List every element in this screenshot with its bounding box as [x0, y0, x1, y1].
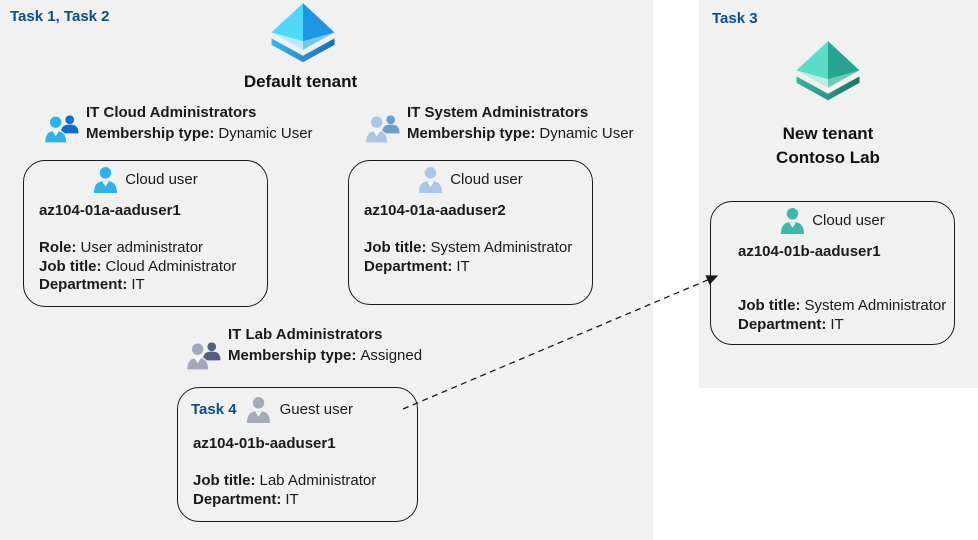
azure-ad-tenant-icon — [271, 3, 335, 63]
user-field-department: Department:IT — [193, 490, 299, 508]
group-it-cloud-administrators: IT Cloud Administrators Membership type:… — [44, 102, 313, 144]
user-type-label: Cloud user — [812, 212, 885, 229]
user-field-job-title: Job title:System Administrator — [738, 297, 947, 314]
user-field-job-title: Job title:Cloud Administrator — [39, 257, 237, 275]
default-tenant-panel — [0, 0, 653, 540]
user-field-job-title: Job title:System Administrator — [364, 239, 573, 256]
task-4-label: Task 4 — [191, 401, 237, 418]
group-people-icon — [44, 115, 79, 143]
user-type-label: Cloud user — [450, 171, 523, 188]
group-it-lab-administrators: IT Lab Administrators Membership type:As… — [186, 324, 422, 370]
cloud-user-icon — [94, 167, 118, 193]
group-name: IT Cloud Administrators — [86, 104, 257, 121]
user-type-label: Guest user — [279, 401, 353, 418]
new-tenant-line1: New tenant — [782, 124, 874, 143]
user-field-job-title: Job title:Lab Administrator — [193, 472, 377, 489]
user-field-role: Role:User administrator — [39, 239, 204, 256]
new-tenant-icon — [796, 41, 860, 101]
user-field-department: Department:IT — [364, 257, 470, 275]
group-people-icon — [365, 115, 400, 143]
user-type-label: Cloud user — [125, 171, 198, 188]
new-tenant-line2: Contoso Lab — [776, 148, 880, 167]
cloud-user-icon — [781, 208, 805, 234]
user-field-department: Department:IT — [738, 315, 844, 333]
group-membership: Membership type:Assigned — [228, 347, 423, 364]
group-name: IT Lab Administrators — [228, 326, 383, 343]
group-membership: Membership type:Dynamic User — [86, 125, 313, 142]
task-3-label: Task 3 — [712, 10, 758, 27]
new-tenant-user-card-aaduser1: Cloud user az104-01b-aaduser1 Job title:… — [710, 201, 955, 345]
group-name: IT System Administrators — [407, 104, 589, 121]
group-it-system-administrators: IT System Administrators Membership type… — [365, 102, 634, 144]
new-tenant-name: New tenant Contoso Lab — [748, 122, 908, 170]
guest-user-icon — [246, 397, 270, 423]
user-name: az104-01a-aaduser2 — [364, 202, 506, 219]
user-card-aaduser1: Cloud user az104-01a-aaduser1 Role:User … — [23, 160, 268, 307]
user-card-aaduser2: Cloud user az104-01a-aaduser2 Job title:… — [348, 160, 593, 305]
cloud-user-icon — [419, 167, 443, 193]
guest-user-card-aaduser1: Task 4 Guest user az104-01b-aaduser1 Job… — [177, 387, 418, 522]
user-name: az104-01b-aaduser1 — [738, 243, 881, 260]
user-name: az104-01a-aaduser1 — [39, 202, 181, 219]
task-1-2-label: Task 1, Task 2 — [10, 8, 110, 25]
user-field-department: Department:IT — [39, 276, 145, 293]
default-tenant-name: Default tenant — [243, 72, 358, 91]
group-membership: Membership type:Dynamic User — [407, 125, 634, 142]
group-people-icon — [186, 342, 221, 370]
user-name: az104-01b-aaduser1 — [193, 435, 336, 452]
